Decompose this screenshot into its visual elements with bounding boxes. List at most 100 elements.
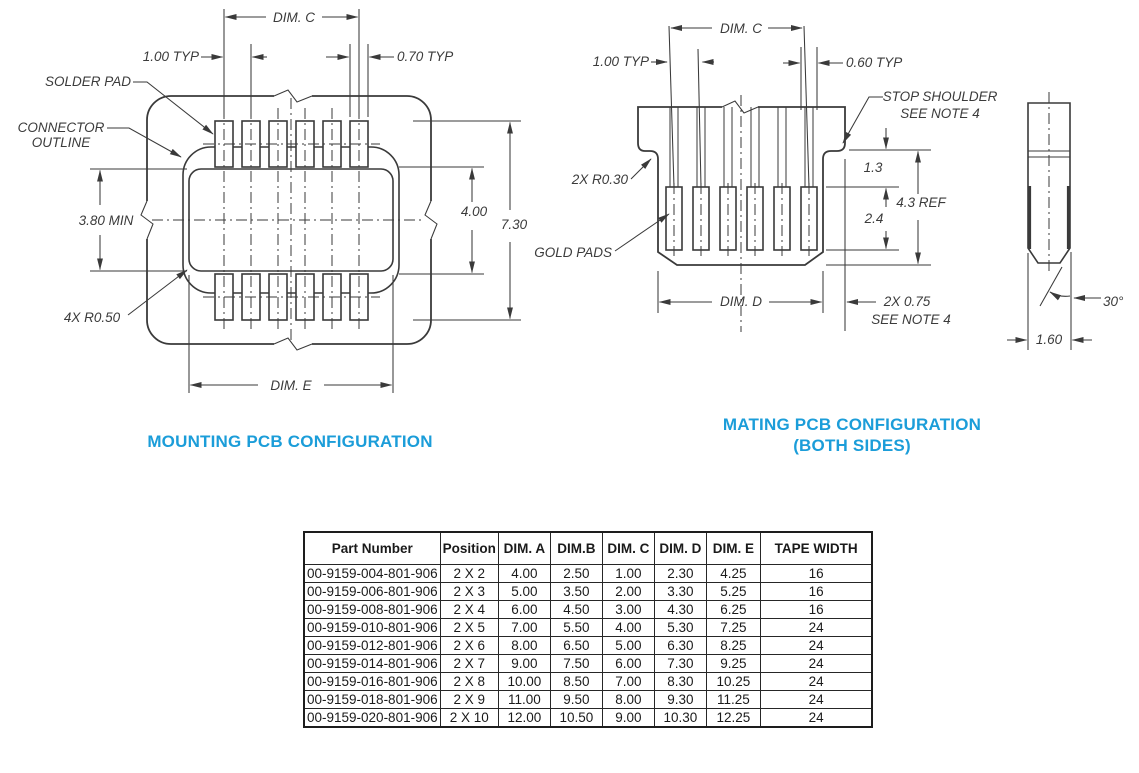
table-cell: 8.00: [601, 690, 655, 709]
pad-span-label: 4.00: [461, 204, 488, 219]
table-cell: 7.30: [653, 654, 707, 673]
table-cell: 2 X 4: [439, 600, 499, 619]
col-header-dim-a: DIM. A: [497, 531, 551, 565]
col-header-dim-d: DIM. D: [653, 531, 707, 565]
table-cell: 24: [759, 672, 873, 691]
table-cell: 9.30: [653, 690, 707, 709]
table-cell: 9.00: [601, 708, 655, 728]
table-cell: 11.00: [497, 690, 551, 709]
table-cell: 24: [759, 690, 873, 709]
mating-dim-d-label: DIM. D: [720, 294, 762, 309]
mating-title-line2: (BOTH SIDES): [793, 436, 911, 455]
pin-side-view-drawing: 30° 1.60: [1007, 92, 1124, 350]
table-cell: 24: [759, 708, 873, 728]
table-cell: 6.30: [653, 636, 707, 655]
table-cell: 2 X 5: [439, 618, 499, 637]
mounting-pad-width-label: 0.70 TYP: [397, 49, 453, 64]
connector-outline-label-1: CONNECTOR: [18, 120, 105, 135]
col-header-tape-width: TAPE WIDTH: [759, 531, 873, 565]
table-cell: 5.25: [705, 582, 761, 601]
mounting-pitch-label: 1.00 TYP: [143, 49, 199, 64]
table-cell: 24: [759, 618, 873, 637]
table-cell: 7.25: [705, 618, 761, 637]
table-cell: 7.00: [497, 618, 551, 637]
shoulder-radius-label: 2X R0.30: [571, 172, 629, 187]
table-cell: 8.00: [497, 636, 551, 655]
table-cell: 16: [759, 582, 873, 601]
table-cell: 24: [759, 636, 873, 655]
table-cell: 9.00: [497, 654, 551, 673]
table-cell: 00-9159-006-801-906: [303, 582, 441, 601]
table-cell: 5.00: [497, 582, 551, 601]
table-cell: 10.30: [653, 708, 707, 728]
table-cell: 2 X 8: [439, 672, 499, 691]
table-header-row: Part Number Position DIM. A DIM.B DIM. C…: [303, 531, 873, 565]
table-cell: 8.30: [653, 672, 707, 691]
mating-dim-c-label: DIM. C: [720, 21, 762, 36]
dimension-table: Part Number Position DIM. A DIM.B DIM. C…: [303, 531, 874, 728]
table-cell: 00-9159-004-801-906: [303, 564, 441, 583]
pin-body: [1027, 102, 1071, 264]
mating-title-line1: MATING PCB CONFIGURATION: [722, 415, 982, 434]
table-cell: 10.00: [497, 672, 551, 691]
table-cell: 6.50: [549, 636, 603, 655]
table-cell: 4.25: [705, 564, 761, 583]
mounting-dim-e-label: DIM. E: [270, 378, 312, 393]
table-cell: 00-9159-010-801-906: [303, 618, 441, 637]
technical-drawings: DIM. C 1.00 TYP 0.70 TYP SOLDER PAD CONN…: [18, 9, 1124, 393]
mounting-title: MOUNTING PCB CONFIGURATION: [147, 432, 433, 451]
table-cell: 00-9159-014-801-906: [303, 654, 441, 673]
mating-pcb-drawing: DIM. C 1.00 TYP 0.60 TYP STOP SHOULDER S…: [534, 21, 998, 332]
table-cell: 11.25: [705, 690, 761, 709]
table-cell: 2 X 7: [439, 654, 499, 673]
table-cell: 12.25: [705, 708, 761, 728]
table-cell: 3.50: [549, 582, 603, 601]
traces: [669, 107, 814, 187]
mounting-pcb-drawing: DIM. C 1.00 TYP 0.70 TYP SOLDER PAD CONN…: [18, 9, 528, 393]
table-cell: 2.30: [653, 564, 707, 583]
table-cell: 3.30: [653, 582, 707, 601]
table-cell: 2 X 2: [439, 564, 499, 583]
pin-tip-width-label: 1.60: [1036, 332, 1063, 347]
pin-angle-label: 30°: [1103, 294, 1124, 309]
table-cell: 5.50: [549, 618, 603, 637]
slot-min-label: 3.80 MIN: [79, 213, 134, 228]
table-cell: 6.00: [497, 600, 551, 619]
table-cell: 16: [759, 564, 873, 583]
table-cell: 2 X 10: [439, 708, 499, 728]
table-cell: 2.00: [601, 582, 655, 601]
connector-outline-label-2: OUTLINE: [32, 135, 92, 150]
table-cell: 4.50: [549, 600, 603, 619]
dim-1-3-label: 1.3: [864, 160, 883, 175]
mating-title: MATING PCB CONFIGURATION (BOTH SIDES): [702, 414, 1002, 456]
table-cell: 00-9159-018-801-906: [303, 690, 441, 709]
table-cell: 00-9159-008-801-906: [303, 600, 441, 619]
table-cell: 8.50: [549, 672, 603, 691]
table-cell: 8.25: [705, 636, 761, 655]
table-cell: 00-9159-020-801-906: [303, 708, 441, 728]
table-cell: 7.50: [549, 654, 603, 673]
stop-shoulder-label-2: SEE NOTE 4: [900, 106, 980, 121]
table-cell: 10.50: [549, 708, 603, 728]
mounting-dim-c-label: DIM. C: [273, 10, 315, 25]
col-header-dim-c: DIM. C: [601, 531, 655, 565]
table-cell: 24: [759, 654, 873, 673]
centerlines: [152, 98, 424, 342]
table-cell: 7.00: [601, 672, 655, 691]
col-header-position: Position: [439, 531, 499, 565]
table-cell: 2 X 6: [439, 636, 499, 655]
table-cell: 2 X 3: [439, 582, 499, 601]
corner-radius-label: 4X R0.50: [64, 310, 121, 325]
col-header-dim-e: DIM. E: [705, 531, 761, 565]
mating-pitch-label: 1.00 TYP: [593, 54, 649, 69]
table-cell: 3.00: [601, 600, 655, 619]
col-header-dim-b: DIM.B: [549, 531, 603, 565]
